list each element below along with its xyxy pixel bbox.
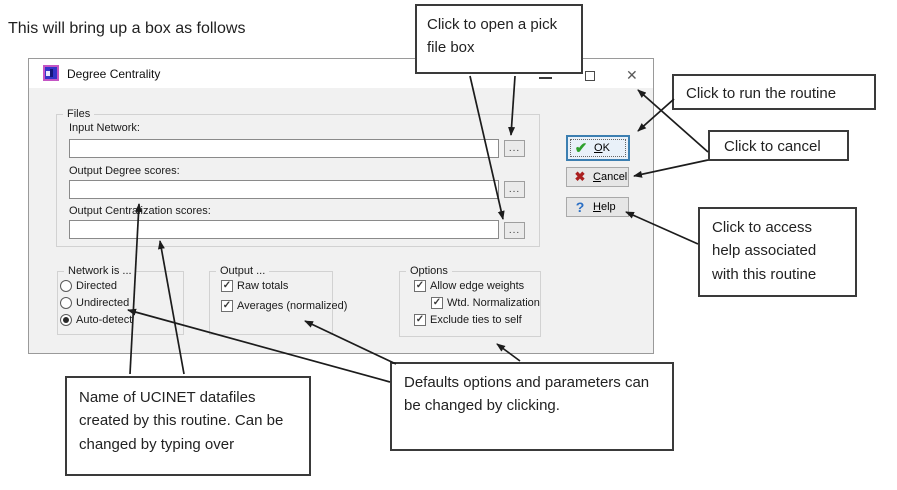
checkbox-icon[interactable]: ✓ (221, 300, 233, 312)
input-network-field[interactable] (69, 139, 499, 158)
options-group: Options (399, 265, 541, 337)
degree-centrality-dialog: Degree Centrality ✕ Files Input Network:… (28, 58, 654, 354)
checkbox-icon[interactable]: ✓ (414, 314, 426, 326)
checkbox-icon[interactable]: ✓ (431, 297, 443, 309)
network-is-legend: Network is ... (64, 265, 136, 277)
radio-auto-detect[interactable]: Auto-detect (60, 314, 132, 326)
minimize-icon[interactable] (539, 77, 552, 79)
options-group-legend: Options (406, 265, 452, 277)
checkbox-exclude-ties-to-self[interactable]: ✓ Exclude ties to self (414, 314, 522, 326)
checkmark-icon: ✓ (222, 300, 232, 311)
checkbox-wtd-normalization[interactable]: ✓ Wtd. Normalization (431, 297, 540, 309)
checkbox-allow-edge-weights[interactable]: ✓ Allow edge weights (414, 280, 525, 292)
radio-icon[interactable] (60, 297, 72, 309)
radio-selected-icon[interactable] (60, 314, 72, 326)
input-network-label: Input Network: (69, 122, 140, 134)
dialog-title: Degree Centrality (67, 67, 161, 81)
cancel-cross-icon: ✖ (574, 169, 586, 184)
checkbox-icon[interactable]: ✓ (414, 280, 426, 292)
callout-help: Click to access help associated with thi… (698, 207, 857, 297)
ok-button[interactable]: ✔ OK (566, 135, 630, 161)
checkmark-icon: ✓ (432, 297, 442, 308)
close-icon[interactable]: ✕ (626, 67, 638, 83)
checkbox-icon[interactable]: ✓ (221, 280, 233, 292)
ok-check-icon: ✔ (574, 140, 588, 157)
callout-pick-file: Click to open a pick file box (415, 4, 583, 74)
help-question-icon: ? (575, 199, 585, 215)
callout-cancel: Click to cancel (708, 130, 849, 161)
output-centralization-label: Output Centralization scores: (69, 205, 211, 217)
output-group-legend: Output ... (216, 265, 270, 277)
checkbox-raw-totals[interactable]: ✓ Raw totals (221, 280, 289, 292)
output-degree-field[interactable] (69, 180, 499, 199)
output-centralization-browse-button[interactable]: ... (504, 222, 525, 239)
network-is-group: Network is ... (57, 265, 184, 335)
checkmark-icon: ✓ (415, 314, 425, 325)
maximize-icon[interactable] (585, 71, 595, 81)
checkmark-icon: ✓ (222, 280, 232, 291)
files-group: Files (56, 108, 540, 247)
input-network-browse-button[interactable]: ... (504, 140, 525, 157)
output-group: Output ... (209, 265, 333, 335)
help-button[interactable]: ? Help (566, 197, 629, 217)
output-centralization-field[interactable] (69, 220, 499, 239)
intro-text: This will bring up a box as follows (8, 20, 246, 37)
callout-datafile-names: Name of UCINET datafiles created by this… (65, 376, 311, 476)
callout-run-routine: Click to run the routine (672, 74, 876, 110)
files-group-legend: Files (63, 108, 95, 120)
radio-icon[interactable] (60, 280, 72, 292)
cancel-button[interactable]: ✖ Cancel (566, 167, 629, 187)
callout-defaults: Defaults options and parameters can be c… (390, 362, 674, 451)
output-degree-label: Output Degree scores: (69, 165, 180, 177)
output-degree-browse-button[interactable]: ... (504, 181, 525, 198)
ucinet-app-icon (43, 65, 59, 81)
radio-directed[interactable]: Directed (60, 280, 117, 292)
checkmark-icon: ✓ (415, 280, 425, 291)
checkbox-averages-normalized[interactable]: ✓ Averages (normalized) (221, 300, 348, 312)
radio-undirected[interactable]: Undirected (60, 297, 129, 309)
